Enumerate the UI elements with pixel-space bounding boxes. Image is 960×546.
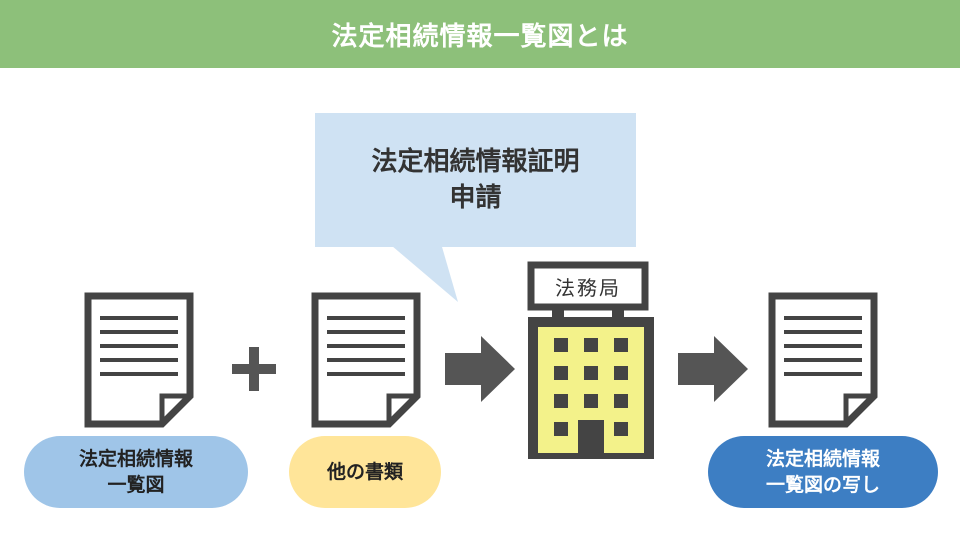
label-certified-copy: 法定相続情報 一覧図の写し — [708, 436, 938, 508]
arrow-right-icon — [678, 336, 748, 402]
building-sign: 法務局 — [555, 275, 621, 300]
bubble-line-1: 法定相続情報証明 — [371, 147, 580, 177]
bubble-line-2: 申請 — [449, 183, 502, 213]
header-bar: 法定相続情報一覧図とは — [0, 0, 960, 68]
arrow-right-icon — [445, 336, 515, 402]
plus-icon — [232, 347, 276, 391]
label-line-1: 法定相続情報 — [765, 448, 880, 470]
label-line-2: 一覧図 — [107, 474, 165, 496]
document-icon — [311, 292, 421, 428]
label-line-1: 法定相続情報 — [78, 448, 193, 470]
label-line-1: 他の書類 — [326, 461, 403, 483]
label-other-documents: 他の書類 — [289, 436, 441, 508]
document-icon — [84, 292, 194, 428]
speech-bubble: 法定相続情報証明 申請 — [315, 113, 636, 247]
document-icon — [768, 292, 878, 428]
label-family-tree-document: 法定相続情報 一覧図 — [24, 436, 248, 508]
page-title: 法定相続情報一覧図とは — [331, 21, 629, 52]
label-line-2: 一覧図の写し — [765, 474, 880, 496]
